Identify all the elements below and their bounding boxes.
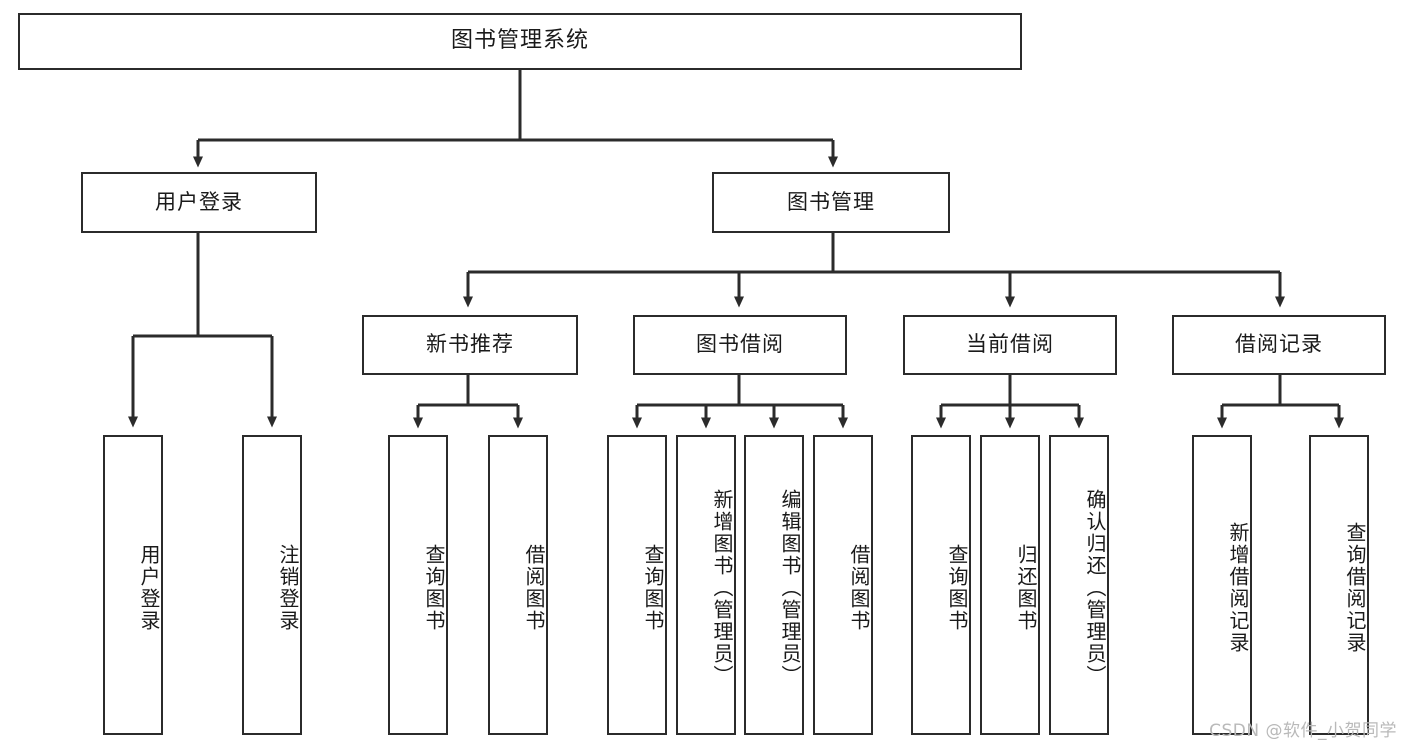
node-leaf-borrow-book-label: 借阅图书	[847, 544, 871, 632]
node-new-book-recommend-label: 新书推荐	[426, 332, 514, 357]
node-leaf-add-book-admin-label: 新增图书（管理员）	[710, 489, 734, 687]
node-book-borrow[interactable]: 图书借阅	[633, 315, 847, 375]
node-book-borrow-label: 图书借阅	[696, 332, 784, 357]
node-leaf-confirm-return-admin-label: 确认归还（管理员）	[1083, 489, 1107, 687]
node-book-management-label: 图书管理	[787, 189, 875, 214]
node-leaf-confirm-return-admin[interactable]: 确认归还（管理员）	[1049, 435, 1109, 735]
node-user-login[interactable]: 用户登录	[81, 172, 317, 233]
node-leaf-borrow-book-new-label: 借阅图书	[522, 544, 546, 632]
node-leaf-add-borrow-record-label: 新增借阅记录	[1226, 522, 1250, 654]
node-new-book-recommend[interactable]: 新书推荐	[362, 315, 578, 375]
node-user-login-label: 用户登录	[155, 189, 243, 214]
node-leaf-user-login[interactable]: 用户登录	[103, 435, 163, 735]
node-leaf-borrow-book[interactable]: 借阅图书	[813, 435, 873, 735]
node-leaf-borrow-book-new[interactable]: 借阅图书	[488, 435, 548, 735]
node-borrow-record-label: 借阅记录	[1235, 332, 1323, 357]
node-leaf-query-book-new-label: 查询图书	[422, 544, 446, 632]
node-root-label: 图书管理系统	[450, 28, 589, 54]
node-root-book-management-system[interactable]: 图书管理系统	[18, 13, 1022, 70]
node-leaf-return-book-label: 归还图书	[1014, 544, 1038, 632]
node-leaf-query-book-borrow[interactable]: 查询图书	[607, 435, 667, 735]
node-current-borrow[interactable]: 当前借阅	[903, 315, 1117, 375]
node-leaf-logout[interactable]: 注销登录	[242, 435, 302, 735]
node-book-management[interactable]: 图书管理	[712, 172, 950, 233]
csdn-watermark: CSDN @软件_小贺同学	[1209, 721, 1397, 741]
node-leaf-add-book-admin[interactable]: 新增图书（管理员）	[676, 435, 736, 735]
node-leaf-add-borrow-record[interactable]: 新增借阅记录	[1192, 435, 1252, 735]
node-leaf-logout-label: 注销登录	[276, 544, 300, 632]
node-leaf-return-book[interactable]: 归还图书	[980, 435, 1040, 735]
node-leaf-edit-book-admin[interactable]: 编辑图书（管理员）	[744, 435, 804, 735]
node-leaf-query-book-new[interactable]: 查询图书	[388, 435, 448, 735]
node-leaf-user-login-label: 用户登录	[137, 544, 161, 632]
node-leaf-query-borrow-record[interactable]: 查询借阅记录	[1309, 435, 1369, 735]
node-leaf-query-book-current[interactable]: 查询图书	[911, 435, 971, 735]
node-borrow-record[interactable]: 借阅记录	[1172, 315, 1386, 375]
node-leaf-query-borrow-record-label: 查询借阅记录	[1343, 522, 1367, 654]
node-leaf-query-book-current-label: 查询图书	[945, 544, 969, 632]
node-leaf-query-book-borrow-label: 查询图书	[641, 544, 665, 632]
node-leaf-edit-book-admin-label: 编辑图书（管理员）	[778, 489, 802, 687]
node-current-borrow-label: 当前借阅	[966, 332, 1054, 357]
